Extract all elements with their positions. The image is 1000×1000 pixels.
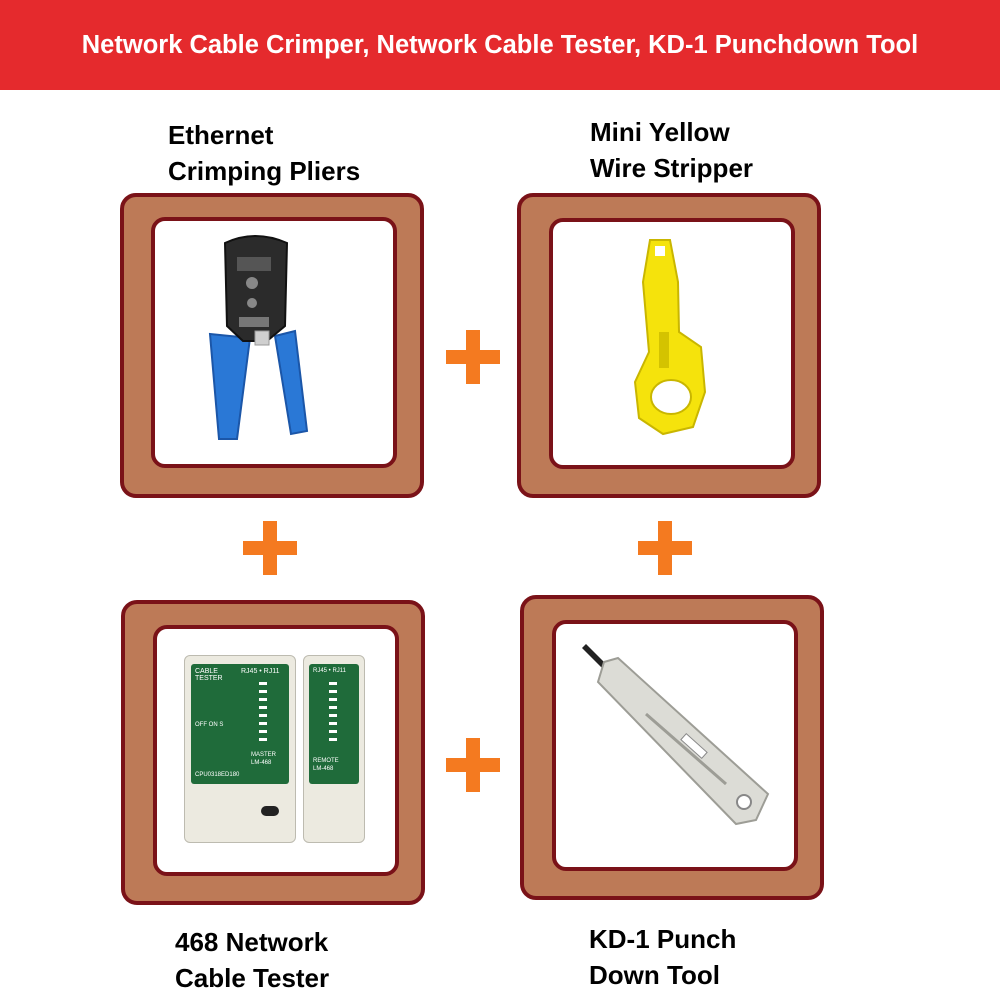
- tester-remote-unit: RJ45 • RJ11 REMOTE LM-468: [303, 655, 365, 843]
- product-label-line1: 468 Network: [175, 927, 329, 957]
- product-label-punch-down-tool: KD-1 Punch Down Tool: [589, 921, 736, 993]
- product-label-line2: Wire Stripper: [590, 153, 754, 183]
- wire-stripper-image: [633, 239, 707, 436]
- plus-icon: [446, 738, 500, 792]
- tester-label: RJ45 • RJ11: [313, 668, 347, 674]
- tester-led-column: [259, 682, 267, 742]
- product-frame-crimping-pliers: [120, 193, 424, 498]
- product-label-line2: Cable Tester: [175, 963, 330, 993]
- product-frame-wire-stripper: [517, 193, 821, 498]
- tester-label: REMOTE: [313, 758, 339, 764]
- product-label-line2: Down Tool: [589, 960, 720, 990]
- tester-label: CPU0318ED180: [195, 772, 240, 778]
- product-image-box: [552, 620, 798, 871]
- tester-remote-panel: RJ45 • RJ11 REMOTE LM-468: [309, 664, 359, 784]
- cable-tester-image: CABLE TESTER RJ45 • RJ11 OFF ON S MASTER…: [157, 629, 395, 872]
- product-label-line2: Crimping Pliers: [168, 156, 361, 186]
- product-label-line1: Ethernet: [168, 120, 274, 150]
- product-label-wire-stripper: Mini Yellow Wire Stripper: [590, 114, 753, 186]
- plus-icon: [446, 330, 500, 384]
- plus-icon: [243, 521, 297, 575]
- product-image-box: [151, 217, 397, 468]
- punch-down-tool-image: [582, 644, 770, 826]
- tester-label: RJ45 • RJ11: [241, 668, 280, 675]
- product-image-box: [549, 218, 795, 469]
- tester-label: LM-468: [251, 760, 272, 766]
- tester-master-unit: CABLE TESTER RJ45 • RJ11 OFF ON S MASTER…: [184, 655, 296, 843]
- tester-label: LM-468: [313, 766, 334, 772]
- banner-title: Network Cable Crimper, Network Cable Tes…: [81, 30, 919, 59]
- product-label-line1: KD-1 Punch: [589, 924, 737, 954]
- product-label-crimping-pliers: Ethernet Crimping Pliers: [168, 117, 360, 189]
- tester-label: CABLE TESTER: [195, 668, 223, 682]
- product-frame-cable-tester: CABLE TESTER RJ45 • RJ11 OFF ON S MASTER…: [121, 600, 425, 905]
- tester-label: MASTER: [251, 752, 277, 758]
- tester-led-column: [329, 682, 337, 742]
- product-label-line1: Mini Yellow: [590, 117, 730, 147]
- plus-icon: [638, 521, 692, 575]
- tester-master-panel: CABLE TESTER RJ45 • RJ11 OFF ON S MASTER…: [191, 664, 289, 784]
- product-label-cable-tester: 468 Network Cable Tester: [175, 924, 329, 996]
- title-banner: Network Cable Crimper, Network Cable Tes…: [0, 0, 1000, 90]
- product-image-box: CABLE TESTER RJ45 • RJ11 OFF ON S MASTER…: [153, 625, 399, 876]
- tester-connector-icon: [261, 806, 279, 816]
- tester-label: OFF ON S: [195, 722, 224, 728]
- crimping-pliers-image: [208, 235, 309, 440]
- product-frame-punch-down-tool: [520, 595, 824, 900]
